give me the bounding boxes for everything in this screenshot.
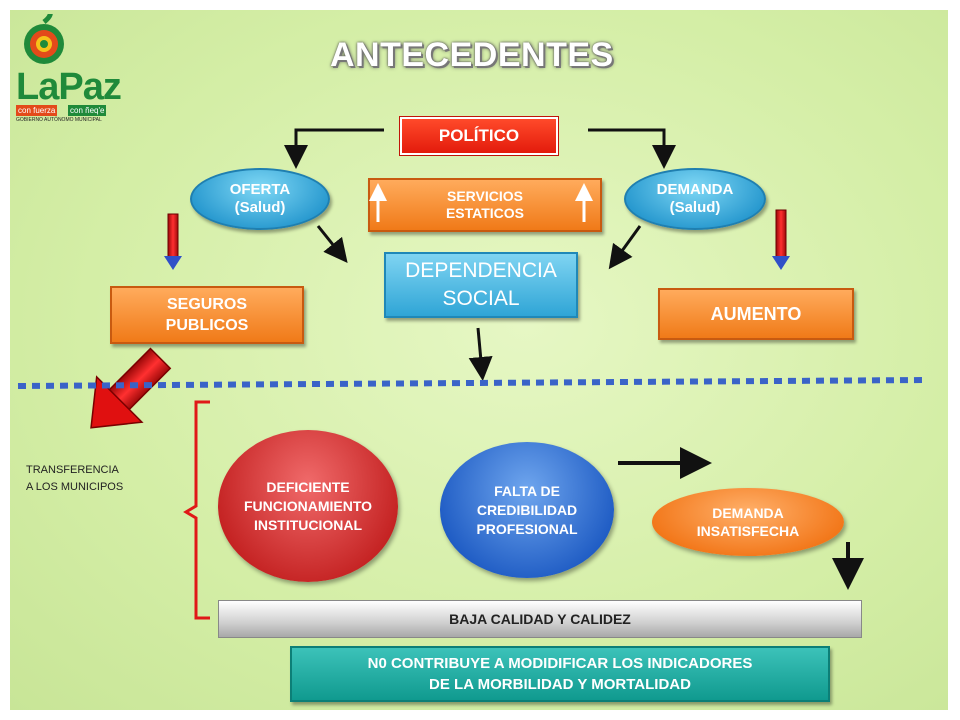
transferencia-line2: A LOS MUNICIPOS: [26, 481, 124, 493]
logo-subtitle: GOBIERNO AUTÓNOMO MUNICIPAL: [16, 117, 102, 123]
logo-emblem-icon: [24, 7, 64, 64]
dependencia-line1: DEPENDENCIA: [405, 259, 557, 282]
servicios-up-arrows: [369, 183, 593, 222]
servicios-estaticos-box: SERVICIOS ESTATICOS: [368, 178, 602, 232]
logo-tagline-left: con fuerza: [16, 105, 58, 116]
arrow-dependencia-down: [468, 327, 493, 381]
dotted-divider: [17, 377, 926, 389]
falta-credibilidad-ellipse: FALTA DE CREDIBILIDAD PROFESIONAL: [440, 442, 614, 578]
demanda-line2: (Salud): [669, 199, 721, 216]
arrow-oferta-to-dependencia: [316, 225, 348, 264]
servicios-line2: ESTATICOS: [445, 205, 525, 221]
demanda-insatisfecha-ellipse: DEMANDA INSATISFECHA: [652, 488, 844, 556]
transferencia-label: TRANSFERENCIA A LOS MUNICIPOS: [26, 462, 186, 496]
conclusion-box: N0 CONTRIBUYE A MODIDIFICAR LOS INDICADO…: [290, 646, 830, 702]
arrow-politico-to-oferta: [284, 128, 384, 169]
falta-line1: FALTA DE: [494, 482, 560, 499]
conclusion-line2: DE LA MORBILIDAD Y MORTALIDAD: [429, 676, 691, 693]
oferta-line2: (Salud): [234, 199, 286, 216]
dependencia-social-box: DEPENDENCIA SOCIAL: [384, 252, 578, 318]
logo-tagline-right: con ñeq'e: [68, 105, 107, 116]
page-title: ANTECEDENTES: [330, 36, 614, 74]
aumento-box: AUMENTO: [658, 288, 854, 340]
logo-wordmark: LaPaz: [16, 66, 122, 108]
falta-line3: PROFESIONAL: [476, 520, 578, 537]
deficiente-line1: DEFICIENTE: [266, 478, 350, 495]
seguros-publicos-box: SEGUROS PUBLICOS: [110, 286, 304, 344]
demanda-oval: DEMANDA (Salud): [624, 168, 766, 230]
lapaz-logo: LaPaz con fuerza con ñeq'e GOBIERNO AUTÓ…: [14, 7, 124, 124]
oferta-oval: OFERTA (Salud): [190, 168, 330, 230]
red-arrow-oferta-down: [164, 213, 182, 270]
big-red-diagonal-arrow: [90, 347, 172, 429]
demanda-insatisfecha-line2: INSATISFECHA: [696, 523, 800, 539]
demanda-line1: DEMANDA: [656, 181, 734, 198]
demanda-insatisfecha-line1: DEMANDA: [712, 505, 784, 521]
seguros-line2: PUBLICOS: [165, 317, 249, 334]
politico-box: POLÍTICO: [399, 116, 559, 156]
baja-calidad-bar: BAJA CALIDAD Y CALIDEZ: [218, 600, 862, 638]
arrow-politico-to-demanda: [588, 128, 676, 169]
transferencia-line1: TRANSFERENCIA: [26, 464, 119, 476]
servicios-line1: SERVICIOS: [447, 188, 523, 204]
deficiente-line3: INSTITUCIONAL: [253, 516, 363, 533]
dependencia-line2: SOCIAL: [442, 287, 520, 310]
deficiente-funcionamiento-ellipse: DEFICIENTE FUNCIONAMIENTO INSTITUCIONAL: [218, 430, 398, 582]
arrow-demanda-to-dependencia: [608, 225, 642, 270]
oferta-line1: OFERTA: [229, 181, 291, 198]
red-bracket: [183, 400, 210, 620]
red-arrow-demanda-down: [772, 209, 790, 270]
conclusion-line1: N0 CONTRIBUYE A MODIDIFICAR LOS INDICADO…: [367, 655, 753, 672]
seguros-line1: SEGUROS: [166, 296, 247, 313]
falta-line2: CREDIBILIDAD: [476, 501, 578, 518]
deficiente-line2: FUNCIONAMIENTO: [243, 497, 373, 514]
